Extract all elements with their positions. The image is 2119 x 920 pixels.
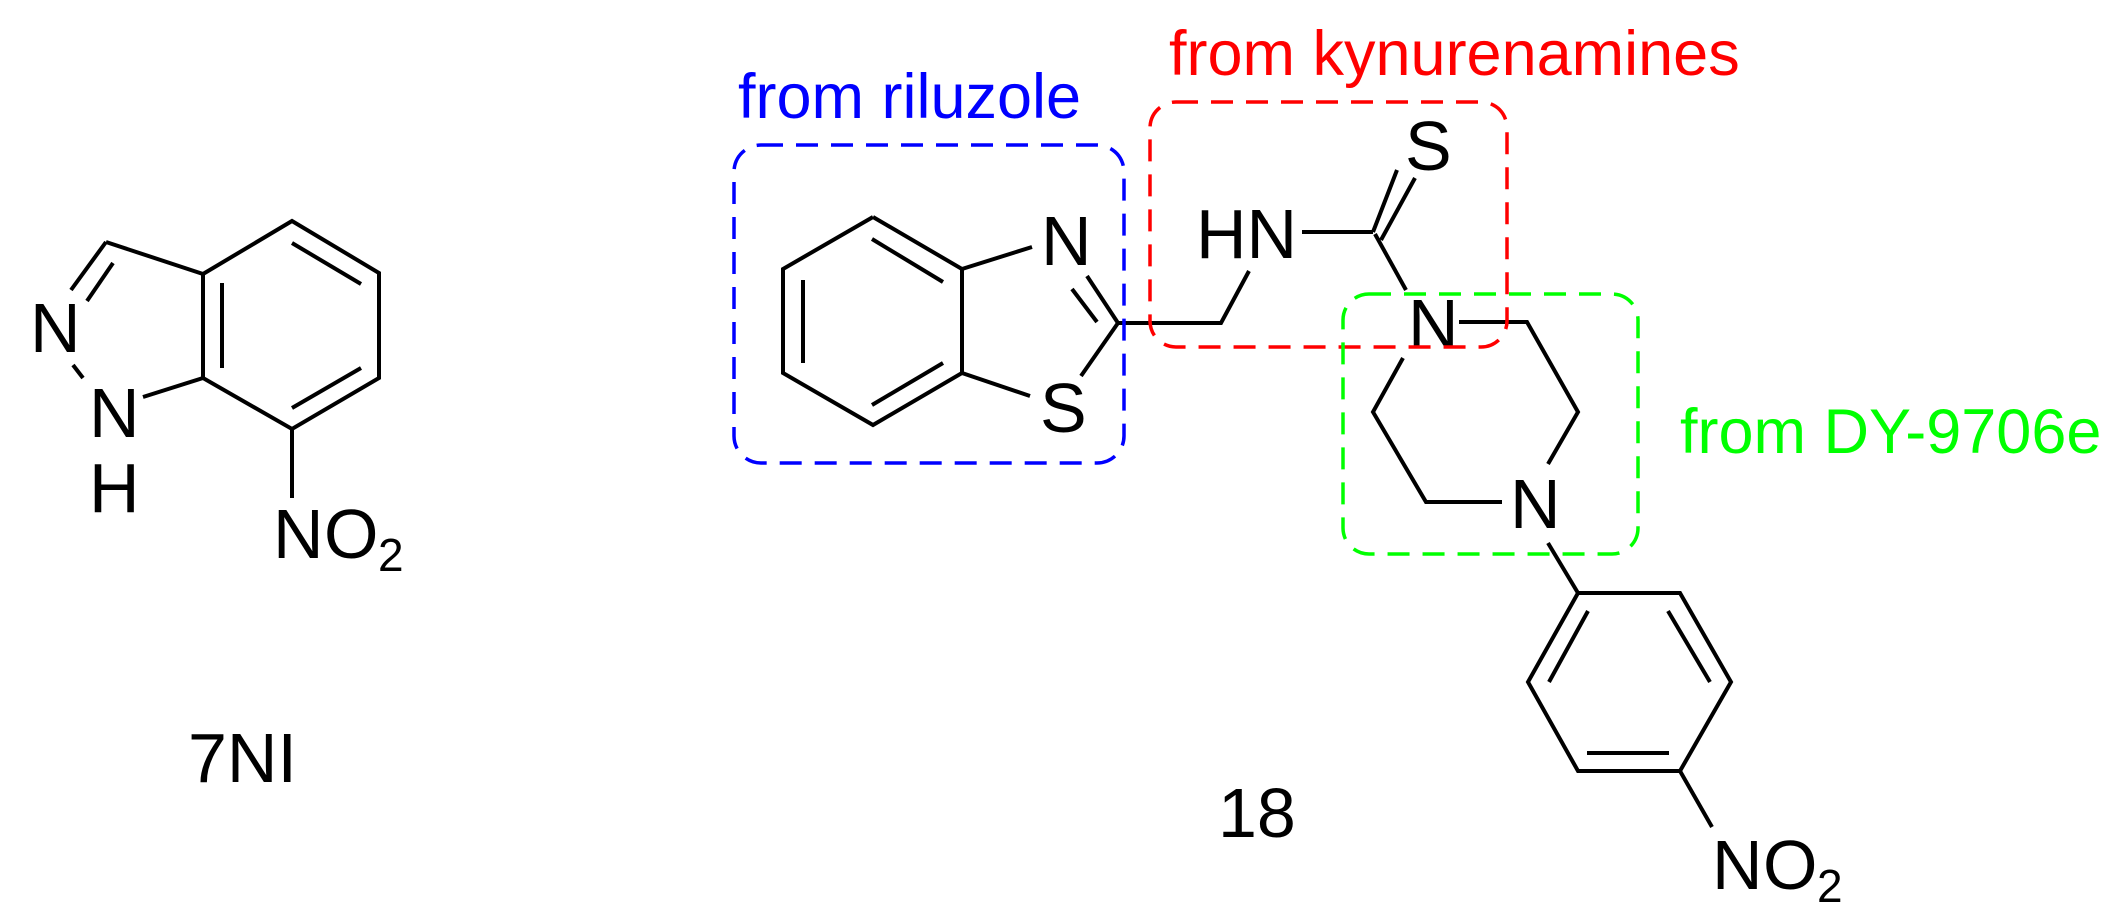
18-benzothiazole-n: N [1041,202,1092,280]
18-bonds [781,169,1734,828]
annotation-from-kynurenamines: from kynurenamines [1169,19,1740,89]
riluzole-highlight-box [732,143,1126,465]
compound-label-7ni: 7NI [188,719,297,797]
7ni-atom-n1: N [89,374,140,452]
18-benzothiazole-s: S [1040,369,1087,447]
compound-label-18: 18 [1218,774,1296,852]
7ni-nitro-subscript: 2 [378,529,404,581]
7ni-atom-n2: N [30,289,81,367]
18-piperazine-n4: N [1510,465,1561,543]
kynurenamine-highlight-box [1148,100,1509,349]
18-nitro-subscript: 2 [1817,860,1843,912]
compound-7ni-structure: N N H N O 2 7NI [30,218,404,797]
18-thione-s: S [1405,107,1452,185]
18-nitro-n: N [1712,826,1763,904]
annotation-from-riluzole: from riluzole [738,62,1081,132]
7ni-nitro-o: O [324,495,378,573]
7ni-atom-h: H [89,449,140,527]
dy9706e-highlight-box [1341,292,1640,556]
18-thiourea-nh: HN [1196,195,1297,273]
18-nitro-o: O [1763,826,1817,904]
18-piperazine-n1: N [1408,285,1459,363]
annotation-from-dy9706e: from DY-9706e [1680,397,2101,467]
compound-18-structure: N S HN S N N N O 2 18 from riluzole from… [732,19,2101,912]
7ni-nitro-n: N [273,495,324,573]
7ni-bonds [69,218,381,498]
